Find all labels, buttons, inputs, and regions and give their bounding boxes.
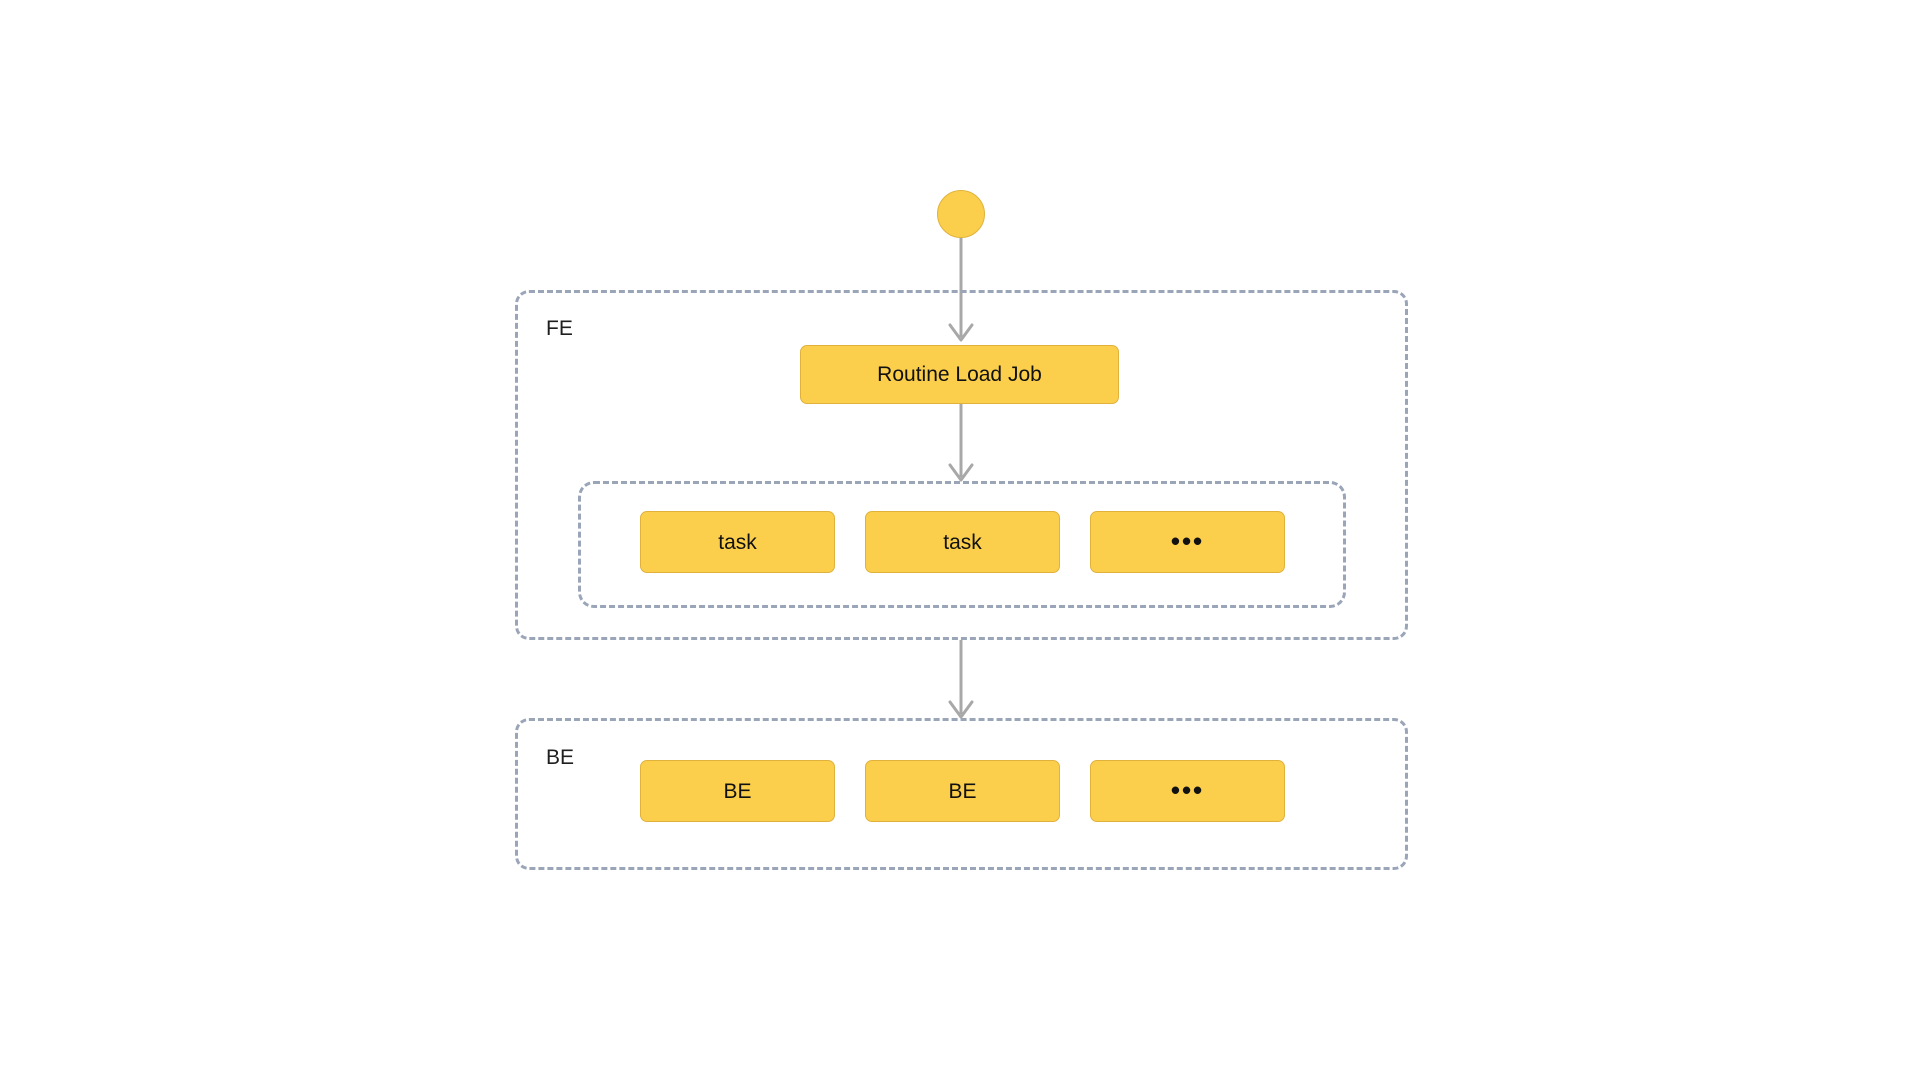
task-node[interactable]: task xyxy=(865,511,1060,573)
be-group-label: BE xyxy=(546,746,575,769)
be-node[interactable]: BE xyxy=(865,760,1060,822)
fe-group-label: FE xyxy=(546,317,573,340)
be-node-more-icon[interactable]: ••• xyxy=(1090,760,1285,822)
start-node[interactable] xyxy=(937,190,985,238)
routine-load-job-node[interactable]: Routine Load Job xyxy=(800,345,1119,404)
task-node-more-icon[interactable]: ••• xyxy=(1090,511,1285,573)
be-group-container xyxy=(515,718,1408,870)
fe-group-container xyxy=(515,290,1408,640)
edge-fe-to-be xyxy=(948,640,974,719)
task-node[interactable]: task xyxy=(640,511,835,573)
be-node[interactable]: BE xyxy=(640,760,835,822)
task-group-container xyxy=(578,481,1346,608)
